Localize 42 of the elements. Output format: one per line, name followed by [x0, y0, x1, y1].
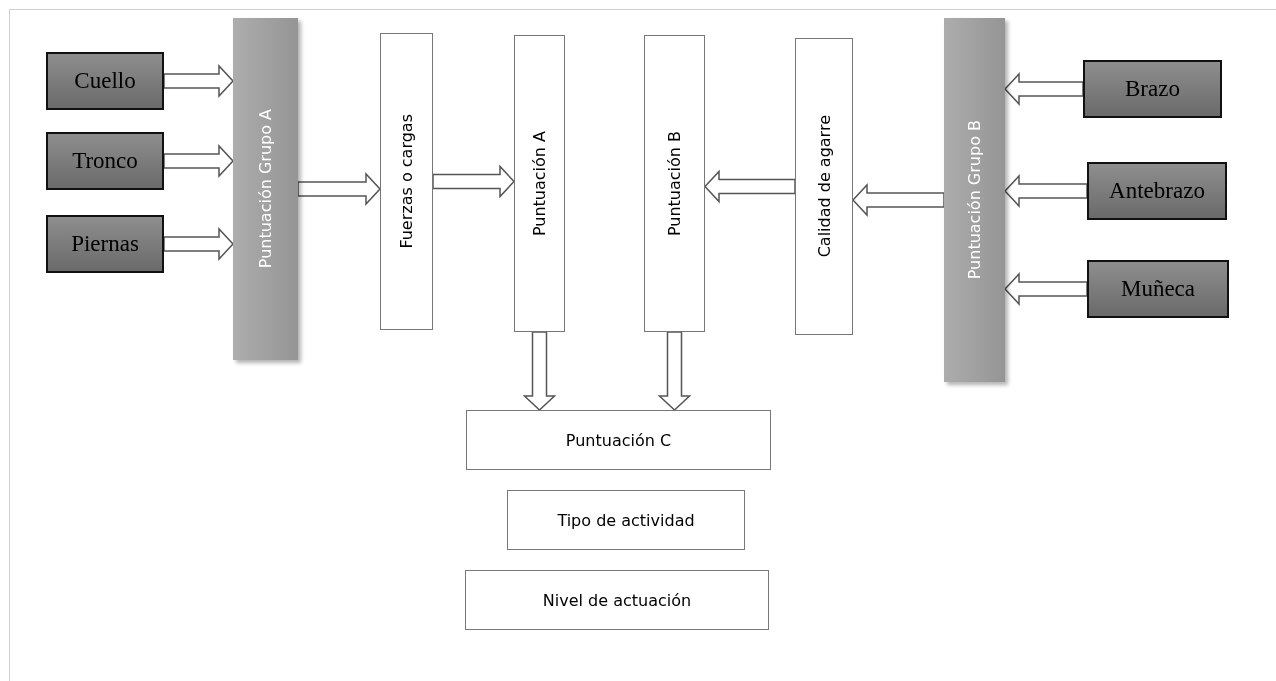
box-label: Brazo [1125, 76, 1180, 102]
box-label: Piernas [71, 231, 139, 257]
score-box [514, 35, 565, 332]
block-arrow [1003, 272, 1088, 306]
score-box [380, 33, 433, 330]
block-arrow [432, 164, 516, 199]
box-label: Tronco [72, 148, 138, 174]
box-label: Puntuación A [530, 130, 549, 237]
score-box [466, 410, 771, 470]
box-label: Cuello [74, 68, 136, 94]
block-arrow [851, 183, 945, 217]
block-arrow [703, 169, 796, 204]
box-label: Calidad de agarre [814, 115, 834, 258]
block-arrow [163, 227, 235, 261]
body-part-box [46, 52, 164, 110]
block-arrow [297, 172, 382, 206]
score-box [795, 38, 853, 335]
box-label: Puntuación Grupo B [965, 120, 984, 280]
block-arrow [522, 331, 557, 412]
body-part-box [46, 215, 164, 273]
box-label: Puntuación B [665, 130, 684, 237]
body-part-box [1083, 60, 1222, 118]
block-arrow [1003, 174, 1088, 208]
box-label: Fuerzas o cargas [397, 114, 416, 249]
box-label: Tipo de actividad [557, 510, 695, 530]
score-box [465, 570, 769, 630]
block-arrow [163, 64, 235, 98]
body-part-box [46, 132, 164, 190]
score-box [644, 35, 705, 332]
block-arrow [1003, 72, 1084, 106]
box-label: Muñeca [1120, 276, 1196, 302]
body-part-box [1087, 162, 1227, 220]
box-label: Antebrazo [1109, 178, 1205, 204]
block-arrow [163, 144, 235, 178]
score-box [507, 490, 745, 550]
group-score-bar [233, 18, 298, 360]
box-label: Puntuación C [565, 430, 672, 450]
body-part-box [1087, 260, 1229, 318]
block-arrow [657, 331, 692, 412]
box-label: Nivel de actuación [542, 590, 692, 610]
box-label: Puntuación Grupo A [256, 109, 275, 269]
group-score-bar [944, 18, 1005, 382]
